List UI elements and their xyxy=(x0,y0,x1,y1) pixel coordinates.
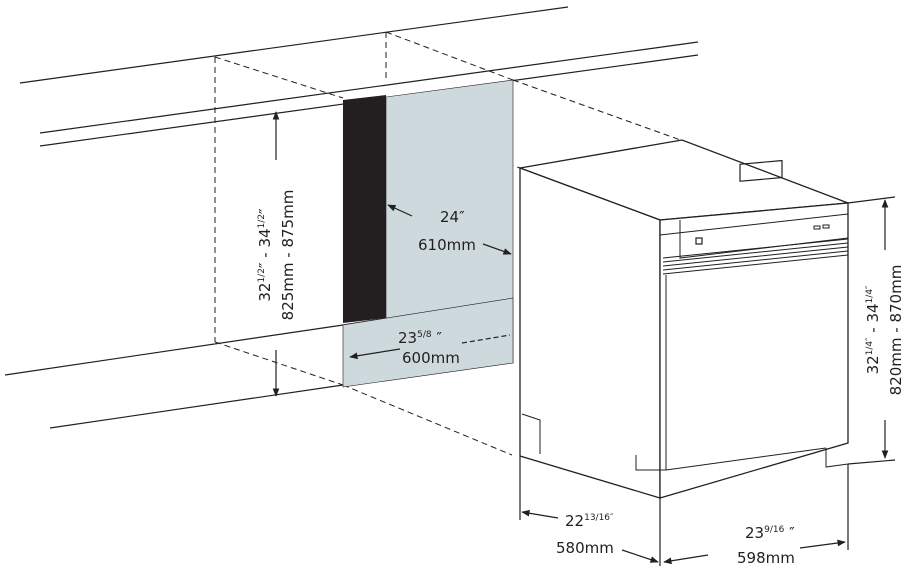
option-button-2 xyxy=(822,224,830,229)
depth-in: 2213/16″ xyxy=(565,512,614,530)
display-panel xyxy=(739,159,783,182)
dishwasher-front xyxy=(659,202,849,499)
dishwasher-details xyxy=(521,159,849,471)
dishwasher xyxy=(517,139,849,499)
appliance-height-dimension xyxy=(847,196,896,465)
panel-base xyxy=(342,297,514,388)
svg-text:321/2″ - 341/2″: 321/2″ - 341/2″ xyxy=(256,208,274,302)
height-in-b-suffix: ″ xyxy=(256,208,274,214)
depth-dimension xyxy=(519,456,661,566)
height-in-sep: ″ - 34 xyxy=(256,228,274,268)
svg-text:321/4″ - 341/4″: 321/4″ - 341/4″ xyxy=(864,285,882,374)
panel-width-dimension xyxy=(349,334,511,360)
panel-dark-side xyxy=(343,95,386,323)
width-mm: 610mm xyxy=(418,236,476,254)
appliance-height-mm: 820mm - 870mm xyxy=(887,265,905,396)
height-in-b-frac: 1/2 xyxy=(257,214,267,228)
panel xyxy=(342,79,514,388)
option-button-1 xyxy=(813,225,821,230)
appliance-height-label: 321/4″ - 341/4″ 820mm - 870mm xyxy=(864,265,905,396)
panel-width-in: 235/8 ″ xyxy=(398,329,442,347)
power-button xyxy=(695,237,703,245)
height-in-a-frac: 1/2 xyxy=(257,268,267,282)
dishwasher-side xyxy=(519,167,661,499)
appliance-width-mm: 598mm xyxy=(737,549,795,567)
width-in: 24″ xyxy=(440,208,465,226)
height-in-a: 32 xyxy=(256,283,274,302)
depth-mm: 580mm xyxy=(556,539,614,557)
cutout-width-dimension xyxy=(387,204,512,255)
appliance-width-in: 239/16 ″ xyxy=(745,524,795,542)
height-mm: 825mm - 875mm xyxy=(279,190,297,321)
panel-width-mm: 600mm xyxy=(402,349,460,367)
appliance-width-dimension xyxy=(663,464,849,565)
cutout-height-label: 321/2″ - 341/2″ 825mm - 875mm xyxy=(256,190,297,321)
